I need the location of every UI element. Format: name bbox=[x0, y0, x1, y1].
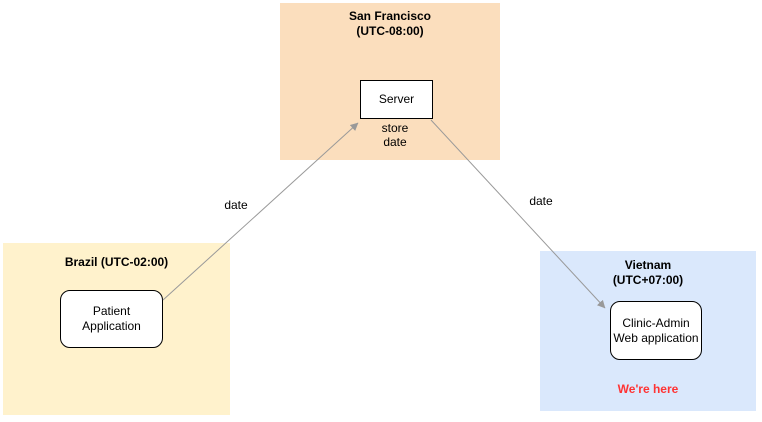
server-note-line: date bbox=[383, 135, 407, 149]
zone-title-line: Brazil (UTC-02:00) bbox=[64, 255, 169, 269]
node-server: Server bbox=[360, 80, 433, 119]
zone-title-line: San Francisco bbox=[348, 9, 432, 23]
server-store-date-note: store date bbox=[355, 121, 435, 149]
node-server-label: Server bbox=[378, 92, 415, 106]
zone-title-line: (UTC-08:00) bbox=[356, 24, 424, 38]
we-are-here-annotation: We're here bbox=[617, 382, 679, 396]
zone-title-vietnam: Vietnam (UTC+07:00) bbox=[540, 258, 756, 288]
node-patient-label-line: Application bbox=[82, 319, 141, 333]
node-clinic-label-line: Clinic-Admin bbox=[622, 315, 690, 330]
node-clinic-admin: Clinic-Admin Web application bbox=[610, 301, 702, 360]
zone-title-line: (UTC+07:00) bbox=[612, 273, 684, 287]
edge-label-patient-to-server: date bbox=[224, 198, 248, 212]
edge-label-server-to-clinic: date bbox=[529, 194, 553, 208]
node-patient-application: Patient Application bbox=[60, 290, 163, 348]
zone-title-san-francisco: San Francisco (UTC-08:00) bbox=[280, 9, 500, 39]
node-patient-label-line: Patient bbox=[92, 304, 131, 318]
node-clinic-label-line: Web application bbox=[613, 330, 699, 345]
zone-title-brazil: Brazil (UTC-02:00) bbox=[3, 255, 230, 270]
server-note-line: store bbox=[381, 121, 409, 135]
zone-title-line: Vietnam bbox=[624, 258, 672, 272]
